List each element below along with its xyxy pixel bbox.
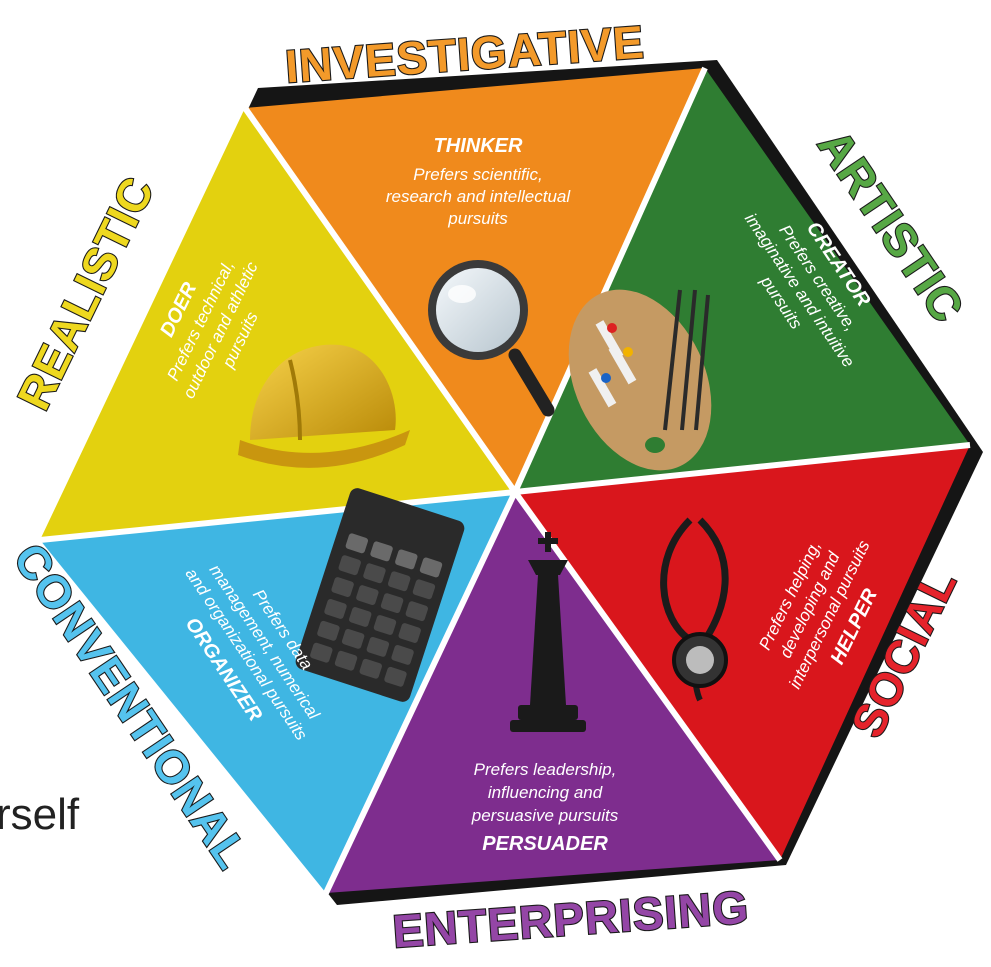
calculator-key	[366, 636, 390, 657]
calculator-key	[345, 533, 369, 554]
calculator-key	[370, 541, 393, 562]
desc-thinker-line-1: Prefers scientific,	[413, 165, 542, 184]
calculator-icon	[295, 488, 465, 702]
sector-social	[515, 445, 970, 860]
thinker-text: THINKER Prefers scientific, research and…	[386, 135, 572, 228]
role-thinker: THINKER	[434, 135, 523, 157]
calculator-key	[373, 615, 397, 635]
calculator-key	[349, 607, 372, 627]
calculator-key	[391, 644, 414, 665]
magnifying-glass-icon	[428, 260, 555, 417]
calculator-key	[338, 555, 361, 576]
calculator-key	[419, 557, 443, 578]
calculator-key	[412, 579, 436, 600]
persuader-text: Prefers leadership, influencing and pers…	[471, 760, 619, 855]
calculator-key	[341, 628, 365, 649]
calculator-key	[380, 593, 404, 614]
calculator-key	[356, 585, 379, 606]
chess-king-icon	[510, 532, 586, 732]
calculator-key	[359, 658, 382, 679]
calculator-key	[317, 620, 340, 641]
sector-realistic	[40, 108, 515, 540]
calculator-key	[387, 571, 411, 592]
sector-dividers	[39, 66, 971, 895]
calculator-key	[405, 601, 429, 622]
calculator-key	[331, 577, 354, 597]
stethoscope-icon	[660, 517, 729, 702]
background-text-fragment: rself	[0, 790, 80, 839]
hard-hat-icon	[238, 344, 410, 468]
desc-thinker-line-2: research and intellectual	[386, 187, 572, 206]
calculator-key	[398, 623, 421, 643]
calculator-key	[384, 666, 407, 687]
calculator-key	[395, 549, 418, 570]
calculator-key	[310, 642, 333, 663]
calculator-key	[334, 650, 358, 671]
desc-persuader-line-3: persuasive pursuits	[471, 806, 619, 825]
calculator-key	[324, 599, 347, 619]
role-persuader: PERSUADER	[482, 833, 608, 855]
calculator-key	[363, 563, 386, 584]
desc-persuader-line-2: influencing and	[488, 783, 603, 802]
paint-palette-icon	[568, 289, 712, 471]
desc-thinker-line-3: pursuits	[447, 209, 508, 228]
desc-persuader-line-1: Prefers leadership,	[474, 760, 617, 779]
